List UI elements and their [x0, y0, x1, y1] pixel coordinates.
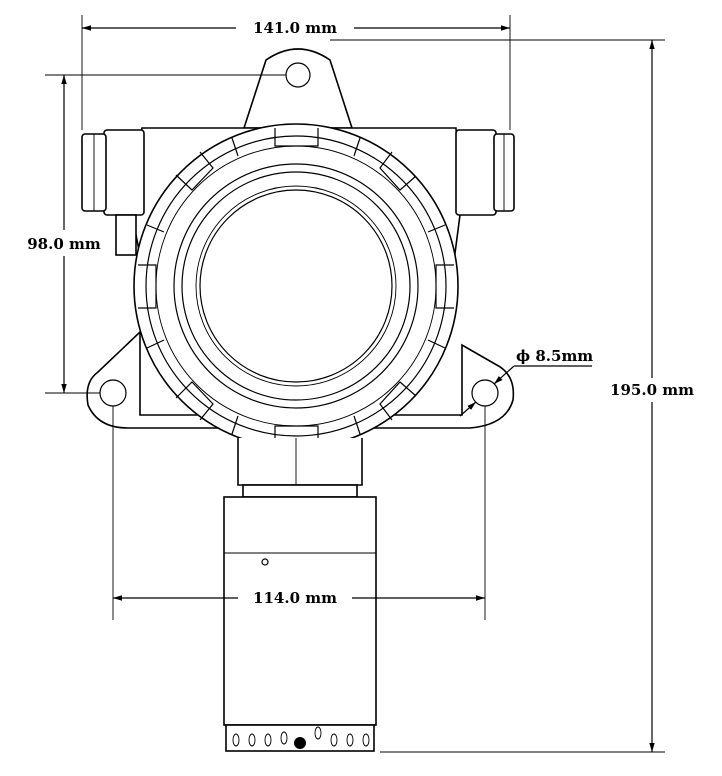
dimension-overall-height: 195.0 mm [330, 39, 694, 753]
dimension-mount-height: 98.0 mm [27, 74, 286, 394]
housing [81, 48, 515, 486]
probe-indicator-dot [261, 558, 269, 566]
sensor-probe [223, 484, 377, 752]
probe-sensor-dot [294, 737, 306, 749]
overall-width-label: 141.0 mm [253, 19, 337, 37]
dimension-overall-width: 141.0 mm [81, 15, 511, 130]
probe-vent-holes [232, 726, 370, 747]
top-mount-ear [242, 48, 354, 129]
overall-height-label: 195.0 mm [610, 381, 694, 399]
mount-height-label: 98.0 mm [27, 235, 101, 253]
sensor-neck [237, 438, 363, 486]
hole-spacing-label: 114.0 mm [253, 589, 337, 607]
bottom-mount-flange [86, 330, 515, 429]
hole-diameter-label: ϕ 8.5mm [516, 347, 593, 365]
dimension-hole-spacing: 114.0 mm [112, 406, 486, 620]
cover-ring [133, 123, 459, 449]
dimension-hole-diameter: ϕ 8.5mm [459, 347, 593, 417]
right-cable-gland [455, 129, 515, 216]
left-cable-gland [81, 129, 145, 256]
